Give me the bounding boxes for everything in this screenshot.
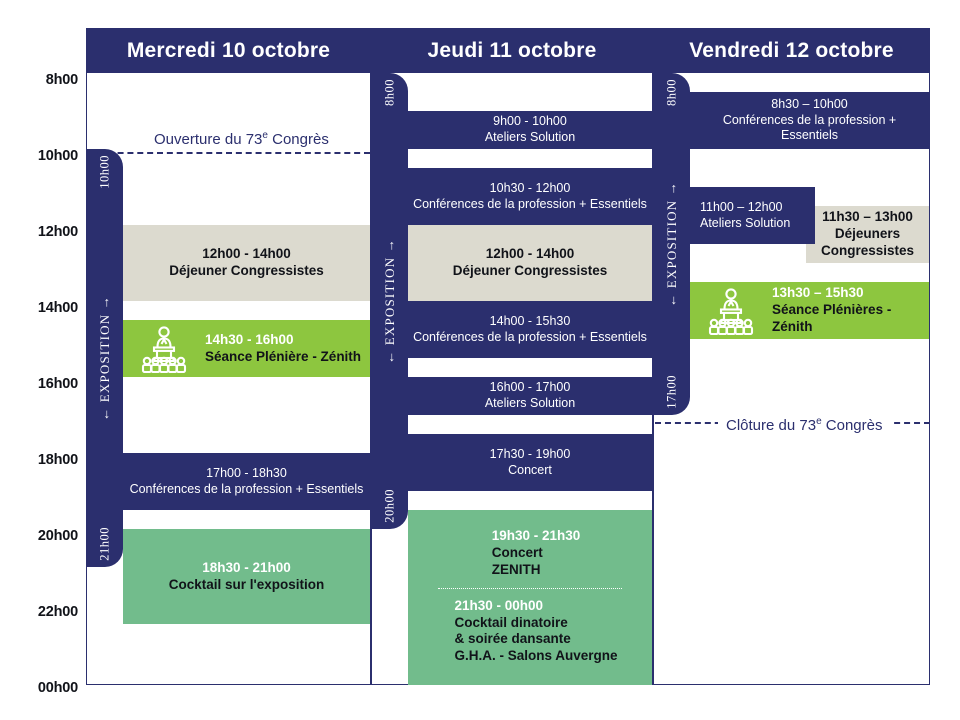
event-block[interactable]: 13h30 – 15h30 Séance Plénières - Zénith	[690, 282, 929, 339]
exposition-label-wednesday: ← EXPOSITION →	[97, 295, 112, 421]
event-time: 14h00 - 15h30	[489, 313, 571, 328]
time-axis: 8h00 10h00 12h00 14h00 16h00 18h00 20h00…	[0, 0, 86, 720]
opening-label: Ouverture du 73e Congrès	[146, 130, 337, 149]
event-block[interactable]: 17h00 - 18h30 Conférences de la professi…	[123, 453, 370, 510]
opening-tail: Congrès	[267, 131, 329, 149]
event-time: 17h30 - 19h00	[489, 446, 571, 461]
time-label-14h00: 14h00	[37, 300, 78, 316]
event-title: Déjeuners Congressistes	[820, 226, 915, 258]
event-time: 16h00 - 17h00	[489, 380, 571, 395]
exposition-start-wednesday: 10h00	[97, 155, 112, 189]
event-time: 14h30 - 16h00	[205, 331, 294, 347]
opening-sup: e	[262, 130, 268, 142]
event-time: 9h00 - 10h00	[493, 114, 567, 129]
divider	[437, 587, 623, 589]
closing-tail: Congrès	[821, 417, 883, 435]
day-header-thursday: Jeudi 11 octobre	[371, 28, 653, 73]
event-title: Cocktail sur l'exposition	[168, 576, 325, 592]
day-header-friday: Vendredi 12 octobre	[653, 28, 930, 73]
event-time: 18h30 - 21h00	[202, 559, 291, 575]
event-block[interactable]: 11h00 – 12h00 Ateliers Solution	[690, 187, 815, 244]
event-title: Conférences de la profession + Essentiel…	[722, 112, 897, 143]
event-block[interactable]: 14h30 - 16h00 Séance Plénière - Zénith	[123, 320, 370, 377]
event-block[interactable]: 8h30 – 10h00 Conférences de la professio…	[690, 92, 929, 149]
podium-audience-icon	[137, 325, 191, 373]
event-time: 12h00 - 14h00	[485, 246, 575, 262]
exposition-label-thursday: ← EXPOSITION →	[382, 238, 397, 364]
event-venue: ZENITH	[491, 561, 541, 577]
event-time: 12h00 - 14h00	[202, 246, 291, 262]
event-block[interactable]: 17h30 - 19h00 Concert	[408, 434, 652, 491]
exposition-bar-friday: 8h00 ← EXPOSITION → 17h00	[654, 73, 690, 415]
event-time: 13h30 – 15h30	[772, 285, 864, 301]
event-venue: G.H.A. - Salons Auvergne	[454, 648, 618, 664]
event-title: Déjeuner Congressistes	[169, 263, 324, 278]
day-column-wednesday: Mercredi 10 octobre 10h00 ← EXPOSITION →…	[86, 28, 371, 685]
event-time: 19h30 - 21h30	[491, 528, 581, 543]
event-time: 8h30 – 10h00	[771, 97, 848, 112]
event-title: Cocktail dinatoire	[454, 614, 568, 630]
event-block[interactable]: 12h00 - 14h00 Déjeuner Congressistes	[408, 225, 652, 301]
time-label-18h00: 18h00	[37, 452, 78, 468]
exposition-bar-thursday: 8h00 ← EXPOSITION → 20h00	[372, 73, 408, 529]
event-title: Séance Plénière - Zénith	[205, 348, 362, 364]
exposition-end-wednesday: 21h00	[97, 527, 112, 561]
event-title: Séance Plénières - Zénith	[772, 302, 892, 334]
event-title: Conférences de la profession + Essentiel…	[413, 196, 647, 211]
event-block[interactable]: 18h30 - 21h00 Cocktail sur l'exposition	[123, 529, 370, 624]
event-time: 21h30 - 00h00	[454, 597, 544, 613]
exposition-label-friday: ← EXPOSITION →	[664, 181, 679, 307]
day-body-friday: 8h00 ← EXPOSITION → 17h00 8h30 – 10h00 C…	[653, 73, 930, 685]
exposition-start-thursday: 8h00	[382, 79, 397, 106]
event-title: Déjeuner Congressistes	[452, 263, 608, 278]
opening-text: Ouverture du 73	[154, 131, 263, 149]
event-title: Conférences de la profession + Essentiel…	[413, 329, 647, 344]
event-block[interactable]: 11h30 – 13h00 Déjeuners Congressistes	[806, 206, 929, 263]
event-time: 11h30 – 13h00	[822, 209, 913, 225]
time-label-20h00: 20h00	[37, 528, 78, 544]
exposition-end-thursday: 20h00	[382, 489, 397, 523]
event-title: Ateliers Solution	[700, 215, 791, 230]
event-block[interactable]: 16h00 - 17h00 Ateliers Solution	[408, 377, 652, 415]
event-title: Conférences de la profession + Essentiel…	[129, 481, 364, 496]
day-column-thursday: Jeudi 11 octobre 8h00 ← EXPOSITION → 20h…	[371, 28, 653, 685]
event-time: 10h30 - 12h00	[489, 180, 571, 195]
event-title: Concert	[491, 544, 543, 560]
event-title-line2: & soirée dansante	[454, 631, 571, 647]
podium-audience-icon	[704, 287, 758, 335]
day-body-thursday: 8h00 ← EXPOSITION → 20h00 9h00 - 10h00 A…	[371, 73, 653, 685]
event-block[interactable]: 12h00 - 14h00 Déjeuner Congressistes	[123, 225, 370, 301]
time-label-16h00: 16h00	[37, 376, 78, 392]
event-time: 17h00 - 18h30	[206, 465, 287, 480]
time-label-12h00: 12h00	[37, 224, 78, 240]
day-column-friday: Vendredi 12 octobre 8h00 ← EXPOSITION → …	[653, 28, 930, 685]
time-label-22h00: 22h00	[37, 604, 78, 620]
event-title: Ateliers Solution	[484, 130, 576, 144]
event-block[interactable]: 10h30 - 12h00 Conférences de la professi…	[408, 168, 652, 225]
event-block[interactable]: 19h30 - 21h30 Concert ZENITH 21h30 - 00h…	[408, 510, 652, 685]
day-header-wednesday: Mercredi 10 octobre	[86, 28, 371, 73]
event-title: Concert	[508, 462, 552, 477]
closing-label: Clôture du 73e Congrès	[718, 416, 891, 435]
exposition-start-friday: 8h00	[664, 79, 679, 106]
time-label-00h00: 00h00	[37, 680, 78, 696]
event-title: Ateliers Solution	[484, 396, 576, 410]
closing-sup: e	[816, 416, 822, 428]
day-body-wednesday: 10h00 ← EXPOSITION → 21h00 12h00 - 14h00…	[86, 73, 371, 685]
closing-text: Clôture du 73	[726, 417, 817, 435]
event-time: 11h00 – 12h00	[700, 199, 783, 214]
time-label-10h00: 10h00	[37, 148, 78, 164]
event-block[interactable]: 9h00 - 10h00 Ateliers Solution	[408, 111, 652, 149]
time-label-8h00: 8h00	[45, 72, 78, 88]
opening-dashed-line	[88, 152, 370, 154]
exposition-end-friday: 17h00	[664, 375, 679, 409]
event-block[interactable]: 14h00 - 15h30 Conférences de la professi…	[408, 301, 652, 358]
exposition-bar-wednesday: 10h00 ← EXPOSITION → 21h00	[87, 149, 123, 567]
